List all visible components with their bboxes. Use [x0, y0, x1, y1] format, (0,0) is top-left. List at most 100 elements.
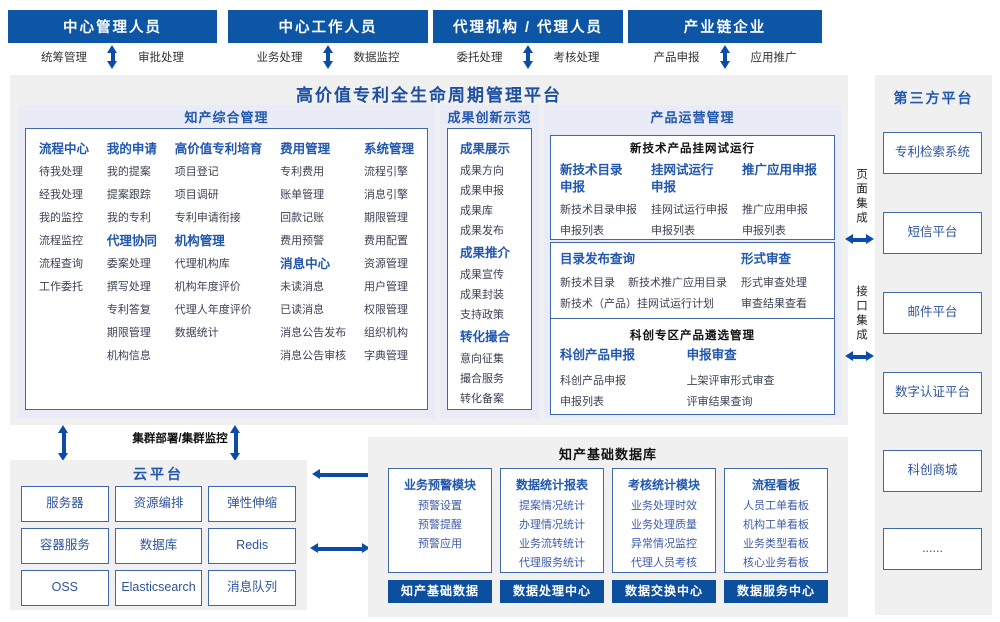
menu-column: 费用管理 专利费用 账单管理 回款记账 费用预警 消息中心 未读消息 已读消息 … — [280, 138, 346, 409]
menu-item: 成果宣传 — [460, 269, 504, 281]
actor-center-managers: 中心管理人员 统筹管理 审批处理 — [8, 10, 217, 71]
module-footer-bar: 数据服务中心 — [724, 580, 828, 603]
menu-item: 工作委托 — [39, 281, 83, 293]
module-item: 异常情况监控 — [631, 538, 697, 550]
module-item: 代理人员考核 — [631, 557, 697, 569]
catalog-review-box: 目录发布查询 新技术目录 新技术推广应用目录 新技术（产品）挂网试运行计划 形式… — [550, 242, 835, 322]
menu-item: 组织机构 — [363, 327, 408, 339]
module-item: 办理情况统计 — [519, 519, 585, 531]
menu-item: 支持政策 — [460, 309, 504, 321]
cloud-service: 容器服务 — [21, 528, 109, 564]
double-arrow-horizontal-icon — [310, 543, 370, 554]
module-header: 业务预警模块 — [403, 478, 476, 492]
menu-column: 申报审查 上架评审形式审查 评审结果查询 — [687, 347, 825, 413]
db-title: 知产基础数据库 — [558, 447, 657, 462]
menu-item: 成果发布 — [460, 225, 504, 237]
actor-title: 中心工作人员 — [228, 10, 428, 43]
module-header: 数据统计报表 — [515, 478, 588, 492]
cluster-deploy-monitor-label: 集群部署/集群监控 — [132, 433, 228, 445]
section-title: 知产综合管理 — [184, 110, 269, 125]
menu-group-header: 科创产品申报 — [560, 348, 636, 362]
box-title: 新技术产品挂网试运行 — [630, 143, 755, 155]
menu-item: 期限管理 — [363, 212, 408, 224]
module-item: 代理服务统计 — [519, 557, 585, 569]
menu-item: 代理人年度评价 — [174, 304, 252, 316]
menu-group-header: 挂网试运行申报 — [650, 163, 714, 194]
menu-group-header: 成果展示 — [460, 142, 511, 156]
actor-role-label: 数据监控 — [353, 52, 400, 64]
actor-title: 代理机构 / 代理人员 — [433, 10, 623, 43]
box-title: 科创专区产品遴选管理 — [630, 330, 755, 342]
menu-group-header: 成果推介 — [460, 246, 511, 260]
module-item: 预警应用 — [418, 538, 462, 550]
menu-column: 我的申请 我的提案 提案跟踪 我的专利 代理协同 委案处理 撰写处理 专利答复 … — [107, 138, 157, 409]
menu-group-header: 消息中心 — [280, 257, 331, 271]
menu-item: 申报列表 — [560, 396, 604, 408]
third-party-platform-panel: 第三方平台 专利检索系统 短信平台 邮件平台 数字认证平台 科创商城 .....… — [875, 75, 992, 615]
third-party-item: 短信平台 — [883, 212, 982, 254]
section-ip-management: 知产综合管理 流程中心 待我处理 经我处理 我的监控 流程监控 流程查询 工作委… — [18, 105, 435, 418]
menu-item: 专利申请衔接 — [174, 212, 241, 224]
cloud-service: 弹性伸缩 — [208, 486, 296, 522]
actor-role-label: 应用推广 — [750, 52, 797, 64]
platform-title: 高价值专利全生命周期管理平台 — [296, 86, 562, 105]
module-footer-bar: 数据交换中心 — [612, 580, 716, 603]
menu-item: 成果方向 — [460, 165, 504, 177]
menu-group-header: 机构管理 — [174, 234, 225, 248]
actor-role-label: 委托处理 — [456, 52, 503, 64]
double-arrow-vertical-icon — [719, 45, 731, 69]
menu-column: 科创产品申报 科创产品申报 申报列表 — [560, 347, 687, 413]
menu-item: 权限管理 — [363, 304, 408, 316]
menu-item: 字典管理 — [363, 350, 408, 362]
third-party-item: 专利检索系统 — [883, 132, 982, 174]
third-party-item: 邮件平台 — [883, 292, 982, 334]
menu-column: 挂网试运行申报 挂网试运行申报 申报列表 — [651, 162, 742, 242]
actor-role-label: 统筹管理 — [41, 52, 87, 64]
module-header: 考核统计模块 — [627, 478, 700, 492]
menu-column: 高价值专利培育 项目登记 项目调研 专利申请衔接 机构管理 代理机构库 机构年度… — [175, 138, 263, 409]
arrow-left-icon — [312, 469, 388, 480]
module-footer-bar: 数据处理中心 — [500, 580, 604, 603]
menu-group-header: 流程中心 — [39, 142, 90, 156]
menu-item: 已读消息 — [280, 304, 325, 316]
menu-item: 成果封装 — [460, 289, 504, 301]
menu-item: 机构信息 — [106, 350, 151, 362]
db-module: 流程看板 人员工单看板 机构工单看板 业务类型看板 核心业务看板 数据服务中心 — [724, 468, 828, 603]
menu-item: 专利答复 — [106, 304, 151, 316]
db-module: 业务预警模块 预警设置 预警提醒 预警应用 知产基础数据 — [388, 468, 492, 603]
cloud-service: Redis — [208, 528, 296, 564]
cloud-service: 消息队列 — [208, 570, 296, 606]
page-integration-label: 页面集成 — [855, 168, 867, 226]
menu-item: 代理机构库 — [174, 258, 230, 270]
menu-group-header: 形式审查 — [741, 252, 792, 266]
actor-role-label: 考核处理 — [553, 52, 600, 64]
menu-item: 撰写处理 — [106, 281, 151, 293]
menu-item: 费用预警 — [280, 235, 325, 247]
actor-agency: 代理机构 / 代理人员 委托处理 考核处理 — [433, 10, 623, 71]
menu-item: 新技术推广应用目录 — [628, 277, 727, 289]
cloud-platform-panel: 云平台 服务器 资源编排 弹性伸缩 容器服务 数据库 Redis OSS Ela… — [10, 460, 307, 610]
api-integration-label: 接口集成 — [855, 285, 867, 343]
menu-item: 新技术目录申报 — [560, 204, 637, 216]
module-item: 业务处理时效 — [631, 500, 697, 512]
module-item: 提案情况统计 — [519, 500, 585, 512]
db-module: 考核统计模块 业务处理时效 业务处理质量 异常情况监控 代理人员考核 数据交换中… — [612, 468, 716, 603]
menu-column: 目录发布查询 新技术目录 新技术推广应用目录 新技术（产品）挂网试运行计划 — [560, 251, 741, 321]
cloud-service: 数据库 — [114, 528, 203, 564]
cloud-service: 服务器 — [21, 486, 109, 522]
third-party-item: ...... — [883, 528, 982, 570]
menu-column: 形式审查 形式审查处理 审查结果查看 — [741, 251, 825, 321]
menu-group-header: 代理协同 — [106, 234, 157, 248]
module-item: 预警提醒 — [418, 519, 462, 531]
module-item: 业务处理质量 — [631, 519, 697, 531]
menu-item: 意向征集 — [460, 353, 504, 365]
actor-center-staff: 中心工作人员 业务处理 数据监控 — [228, 10, 428, 71]
module-footer-bar: 知产基础数据 — [388, 580, 492, 603]
menu-item: 委案处理 — [106, 258, 151, 270]
menu-item: 审查结果查看 — [741, 298, 807, 310]
menu-item: 新技术目录 — [560, 277, 615, 289]
platform-panel: 高价值专利全生命周期管理平台 知产综合管理 流程中心 待我处理 经我处理 我的监… — [10, 75, 848, 425]
menu-item: 费用配置 — [363, 235, 408, 247]
section-product-operation: 产品运营管理 新技术产品挂网试运行 新技术目录申报 新技术目录申报 申报列表 挂… — [544, 105, 841, 418]
